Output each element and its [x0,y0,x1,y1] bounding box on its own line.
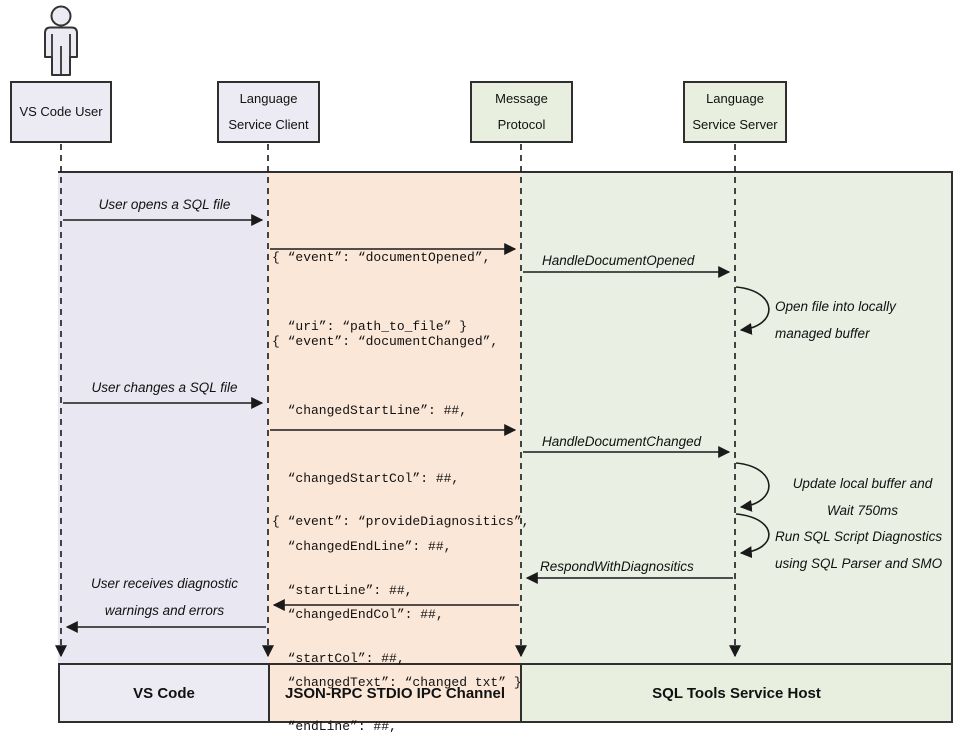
payload-document-changed: { “event”: “documentChanged”, “changedSt… [272,334,522,690]
footer-label: SQL Tools Service Host [652,684,821,702]
actor-label: Language [706,91,764,106]
note-update-buffer-wait: Update local buffer and Wait 750ms [792,476,933,518]
footer-box-vs-code: VS Code [58,663,270,723]
lane-vs-code [58,173,268,663]
actor-label: Protocol [497,117,546,132]
note-run-diagnostics: Run SQL Script Diagnostics using SQL Par… [775,529,943,571]
person-icon [44,5,78,76]
footer-label: JSON-RPC STDIO IPC Channel [284,684,506,702]
actor-label: Service Client [228,117,309,132]
footer-box-json-rpc-channel: JSON-RPC STDIO IPC Channel [268,663,522,723]
label-user-receives-diagnostics: User receives diagnostic warnings and er… [90,576,239,618]
payload-provide-diagnostics: { “event”: “provideDiagnositics”, “start… [272,514,530,732]
footer-box-sql-tools-host: SQL Tools Service Host [520,663,953,723]
note-open-file-buffer: Open file into locally managed buffer [775,299,896,341]
footer-label: VS Code [133,684,195,702]
actor-box-message-protocol: Message Protocol [470,81,573,143]
actor-box-language-service-server: Language Service Server [683,81,787,143]
label-user-changes-sql-file: User changes a SQL file [91,380,238,395]
actor-label: VS Code User [19,104,103,119]
lane-json-rpc-channel [268,173,520,663]
label-handle-document-opened: HandleDocumentOpened [542,253,695,268]
payload-document-opened: { “event”: “documentOpened”, “uri”: “pat… [272,250,491,334]
label-handle-document-changed: HandleDocumentChanged [542,434,702,449]
actor-box-language-service-client: Language Service Client [217,81,320,143]
actor-label: Service Server [692,117,778,132]
label-user-opens-sql-file: User opens a SQL file [98,197,231,212]
actor-label: Message [495,91,548,106]
label-respond-with-diagnostics: RespondWithDiagnositics [540,559,694,574]
actor-label: Language [239,91,298,106]
lane-sql-tools-host [520,173,951,663]
actor-box-vs-code-user: VS Code User [10,81,112,143]
